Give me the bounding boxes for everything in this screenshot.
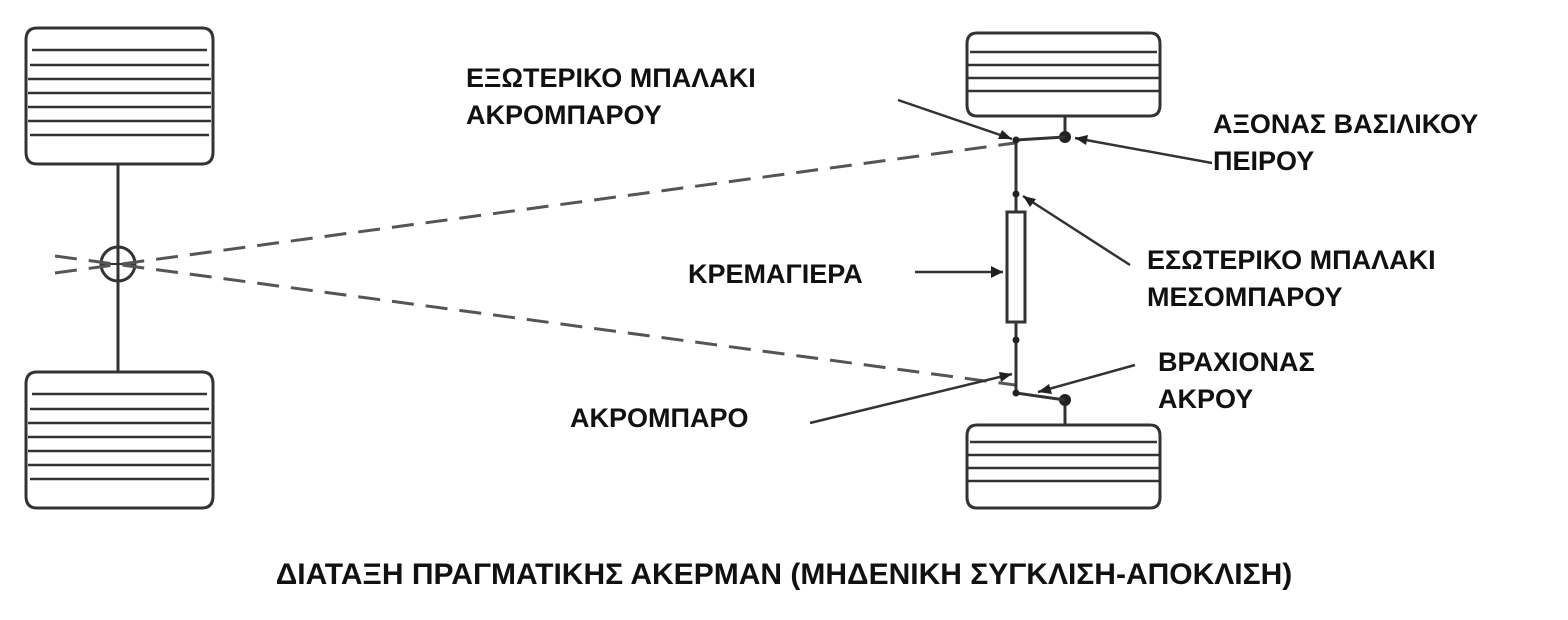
outer-ball-joint-top [1012, 136, 1020, 144]
rear-tire-bottom [24, 370, 215, 510]
label-tie-rod: ΑΚΡΟΜΠΑΡΟ [570, 400, 749, 437]
leader-tie-rod [809, 372, 1013, 425]
leader-kingpin-axis [1074, 135, 1213, 165]
label-line: ΑΚΡΟΜΠΑΡΟ [570, 403, 749, 433]
label-line: ΑΚΡΟΜΠΑΡΟΥ [466, 100, 662, 130]
steering-arm-bottom [1015, 391, 1066, 402]
ackerman-line-top [54, 141, 1016, 275]
leader-steering-rack [915, 266, 1003, 278]
front-tire-bottom [965, 423, 1162, 510]
label-steering-arm: ΒΡΑΧΙΟΝΑΣ ΑΚΡΟΥ [1158, 344, 1315, 418]
label-line: ΕΞΩΤΕΡΙΚΟ ΜΠΑΛΑΚΙ [466, 63, 756, 93]
leader-outer-ball-joint [897, 98, 1013, 141]
diagram-caption: ΔΙΑΤΑΞΗ ΠΡΑΓΜΑΤΙΚΗΣ ΑΚΕΡΜΑΝ (ΜΗΔΕΝΙΚΗ ΣΥ… [275, 558, 1293, 591]
ackerman-line-bottom [54, 254, 1016, 387]
inner-ball-joint-top [1012, 190, 1020, 198]
outer-ball-joint-bottom [1012, 389, 1020, 397]
inner-ball-joint-bottom [1012, 336, 1020, 344]
leader-inner-ball-joint [1022, 194, 1131, 267]
label-steering-rack: ΚΡΕΜΑΓΙΕΡΑ [688, 256, 863, 293]
label-outer-tie-rod-ball-joint: ΕΞΩΤΕΡΙΚΟ ΜΠΑΛΑΚΙ ΑΚΡΟΜΠΑΡΟΥ [466, 60, 756, 134]
rear-tire-top [24, 26, 215, 166]
label-line: ΒΡΑΧΙΟΝΑΣ [1158, 347, 1315, 377]
steering-arm-top [1015, 135, 1066, 142]
label-line: ΜΕΣΟΜΠΑΡΟΥ [1147, 282, 1343, 312]
leader-steering-arm [1037, 363, 1136, 394]
label-line: ΠΕΙΡΟΥ [1213, 146, 1315, 176]
label-line: ΕΣΩΤΕΡΙΚΟ ΜΠΑΛΑΚΙ [1147, 245, 1436, 275]
steering-rack [1005, 210, 1027, 324]
label-line: ΚΡΕΜΑΓΙΕΡΑ [688, 259, 863, 289]
label-inner-tie-rod-ball-joint: ΕΣΩΤΕΡΙΚΟ ΜΠΑΛΑΚΙ ΜΕΣΟΜΠΑΡΟΥ [1147, 242, 1436, 316]
front-tire-top [965, 31, 1162, 118]
label-kingpin-axis: ΑΞΟΝΑΣ ΒΑΣΙΛΙΚΟΥ ΠΕΙΡΟΥ [1213, 106, 1478, 180]
label-line: ΑΚΡΟΥ [1158, 384, 1254, 414]
label-line: ΑΞΟΝΑΣ ΒΑΣΙΛΙΚΟΥ [1213, 109, 1479, 139]
